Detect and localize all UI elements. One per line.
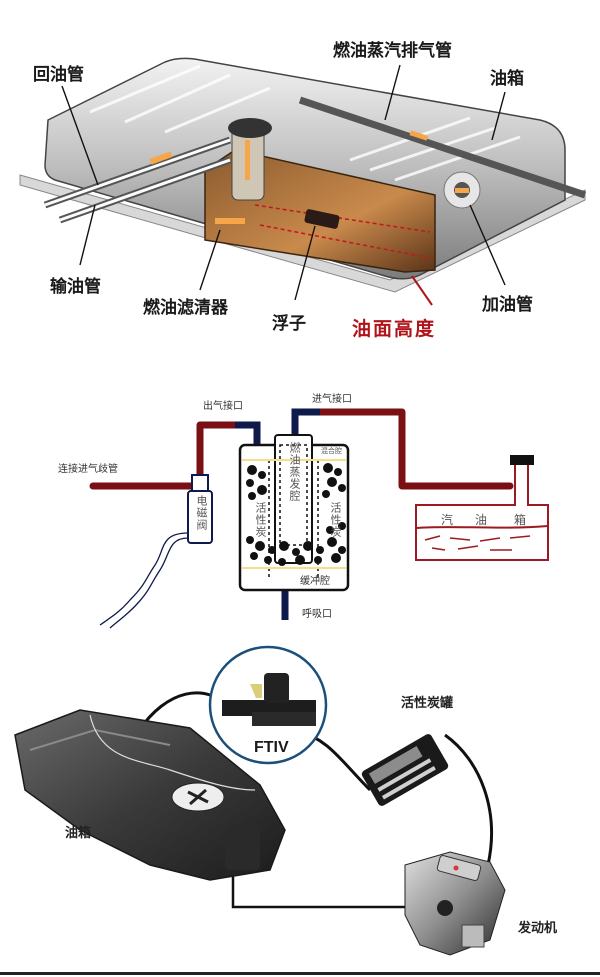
system-illustration bbox=[14, 645, 506, 956]
separator-lines bbox=[242, 459, 346, 569]
gas-tank-fuel-waves bbox=[424, 535, 531, 551]
label-fuel-tank: 油箱 bbox=[490, 69, 524, 89]
label-fuel-level: 油面高度 bbox=[352, 318, 437, 340]
label-solenoid-valve: 电磁阀 bbox=[195, 495, 208, 531]
flow-arrows bbox=[149, 130, 469, 224]
fuel-tank-illustration bbox=[19, 57, 587, 306]
label-return-pipe: 回油管 bbox=[33, 65, 84, 85]
label-buffer-chamber: 缓冲腔 bbox=[300, 576, 330, 587]
fuel-tank-cutaway-diagram: 回油管 燃油蒸汽排气管 油箱 输油管 燃油滤清器 浮子 加油管 油面高度 bbox=[0, 0, 600, 350]
gas-tank-cap bbox=[510, 455, 534, 465]
label-ftiv: FTIV bbox=[254, 739, 289, 756]
bottom-border bbox=[0, 972, 600, 975]
label-fuel-evap-chamber: 燃油蒸发腔 bbox=[288, 442, 301, 502]
label-float: 浮子 bbox=[272, 314, 306, 334]
label-mixing-chamber: 混合腔 bbox=[321, 447, 342, 455]
red-pipes bbox=[89, 408, 514, 490]
evap-system-overview: FTIV 活性炭罐 油箱 发动机 bbox=[0, 640, 600, 977]
label-activated-carbon-right: 活性炭 bbox=[329, 502, 342, 538]
fuel-level-leader bbox=[411, 275, 433, 306]
label-supply-pipe: 输油管 bbox=[50, 277, 101, 297]
solenoid-wires bbox=[99, 532, 189, 629]
solenoid-valve-head bbox=[191, 474, 209, 492]
label-vapor-vent-pipe: 燃油蒸汽排气管 bbox=[333, 41, 452, 61]
leader-lines bbox=[61, 64, 506, 301]
label-gas-tank-3: 箱 bbox=[514, 513, 527, 527]
label-inlet-port: 进气接口 bbox=[312, 394, 352, 405]
float-icon bbox=[304, 209, 340, 229]
label-intake-manifold: 连接进气歧管 bbox=[58, 464, 118, 475]
evap-chamber bbox=[274, 434, 313, 564]
carbon-granules bbox=[246, 463, 346, 566]
label-breather-port: 呼吸口 bbox=[302, 609, 332, 620]
solenoid-valve-body bbox=[187, 490, 213, 544]
evap-canister-schematic: 出气接口 进气接口 连接进气歧管 电磁阀 燃油蒸发腔 混合腔 活性炭 活性炭 缓… bbox=[0, 350, 600, 640]
gas-tank-outline bbox=[415, 465, 549, 561]
label-fuel-filter: 燃油滤清器 bbox=[143, 298, 228, 318]
carbon-canister bbox=[361, 734, 449, 806]
fuel-tank-body bbox=[14, 709, 286, 881]
tank-canister-module bbox=[225, 825, 260, 870]
label-activated-carbon-left: 活性炭 bbox=[254, 502, 267, 538]
engine-illustration bbox=[404, 851, 506, 956]
label-engine: 发动机 bbox=[518, 921, 558, 936]
label-filler-pipe: 加油管 bbox=[482, 295, 533, 315]
label-outlet-port: 出气接口 bbox=[203, 401, 243, 412]
label-gas-tank-1: 汽 bbox=[441, 513, 454, 527]
tank-ribs bbox=[89, 64, 521, 182]
label-gas-tank-2: 油 bbox=[475, 513, 488, 527]
navy-pipes bbox=[235, 408, 320, 620]
fuel-level-lines bbox=[254, 204, 431, 259]
label-fuel-tank: 油箱 bbox=[65, 826, 92, 841]
label-carbon-canister: 活性炭罐 bbox=[401, 696, 454, 711]
evap-schematic-drawing bbox=[89, 408, 549, 629]
